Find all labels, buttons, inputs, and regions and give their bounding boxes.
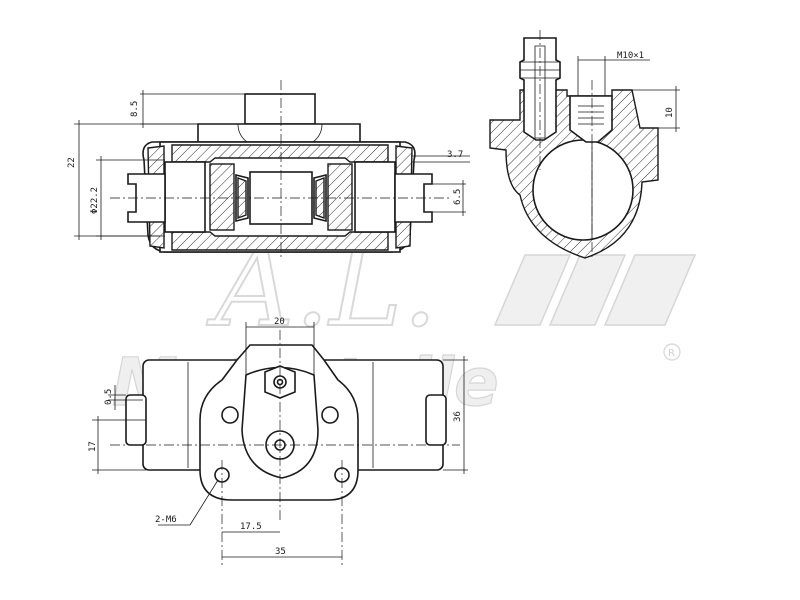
dim-bolts: 2-M6 xyxy=(155,515,177,525)
dim-17-5: 17.5 xyxy=(240,522,262,532)
dim-22: 22 xyxy=(67,157,77,168)
watermark-stripes xyxy=(493,254,697,326)
dim-35: 35 xyxy=(275,547,286,557)
dim-0-5: 0.5 xyxy=(104,389,114,405)
side-view-section xyxy=(489,30,659,260)
dim-17: 17 xyxy=(88,441,98,452)
watermark-registered-circle xyxy=(663,343,681,361)
dim-thread: M10×1 xyxy=(617,51,644,61)
dim-36: 36 xyxy=(453,411,463,422)
top-view-section xyxy=(110,80,450,260)
dim-20: 20 xyxy=(274,317,285,327)
front-view xyxy=(110,330,460,565)
side-view-dimensions: M10×1 10 xyxy=(577,51,680,132)
dim-3-7: 3.7 xyxy=(447,150,463,160)
watermark-registered-mark: R xyxy=(668,348,675,359)
front-view-dimensions: 20 0.5 17 36 2-M6 17.5 35 xyxy=(88,317,468,558)
dim-6-5: 6.5 xyxy=(453,189,463,205)
top-view-dimensions: 8.5 22 Φ22.2 3.7 6.5 xyxy=(67,90,470,240)
dim-10: 10 xyxy=(665,107,675,118)
dim-8-5: 8.5 xyxy=(130,101,140,117)
dim-bore-dia: Φ22.2 xyxy=(90,187,100,214)
